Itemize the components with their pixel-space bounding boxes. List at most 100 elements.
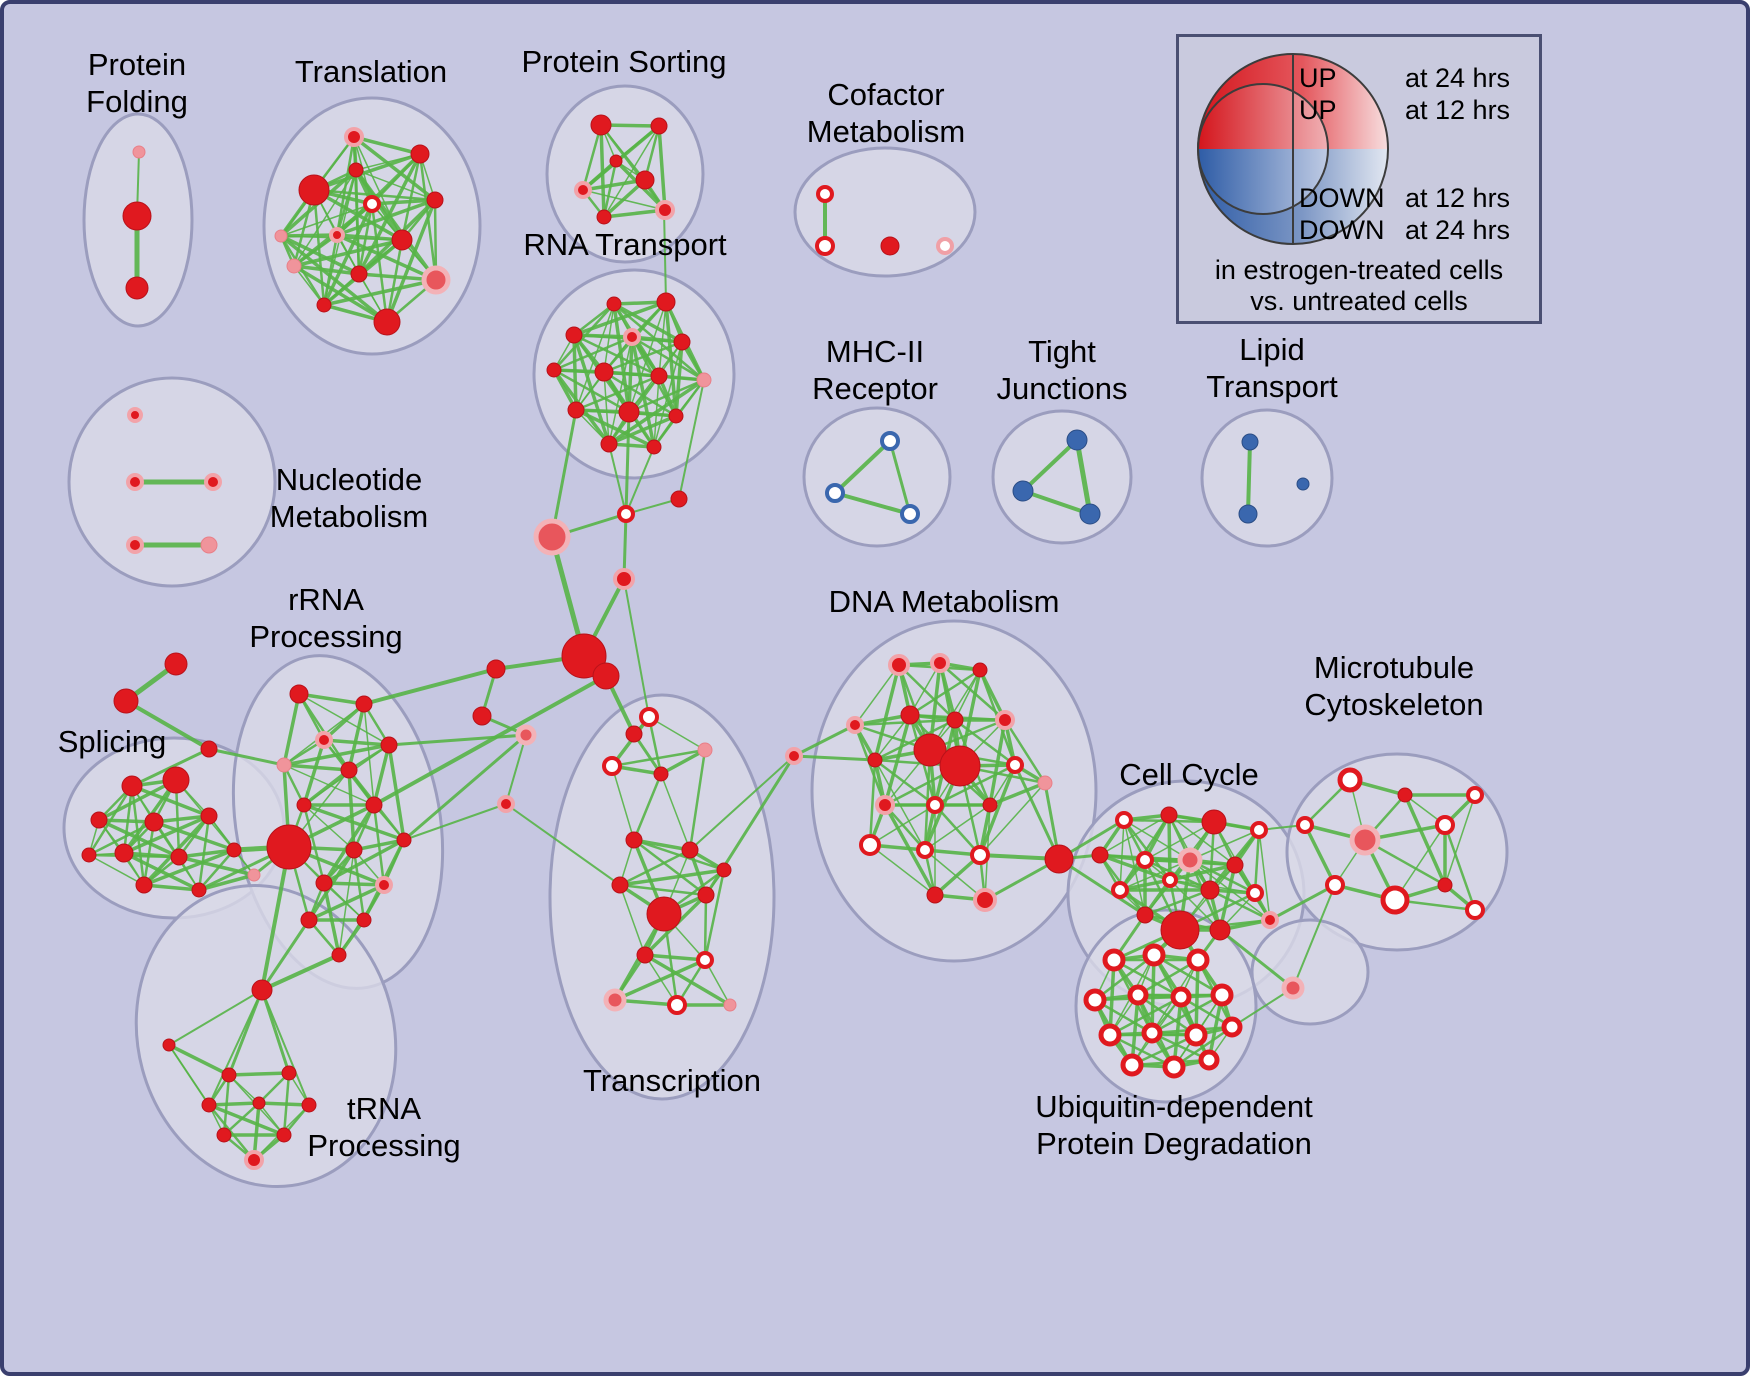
- gene-node: [816, 185, 834, 203]
- legend-time-label: at 24 hrs: [1405, 215, 1511, 245]
- network-edge: [607, 414, 678, 446]
- network-edge: [689, 755, 795, 851]
- network-edge: [142, 848, 236, 887]
- network-edge: [1130, 993, 1140, 1067]
- gene-node: [251, 979, 273, 1001]
- network-edge: [1112, 958, 1183, 999]
- network-edge: [883, 713, 912, 807]
- gene-node: [340, 761, 358, 779]
- network-edge: [1003, 718, 1047, 785]
- gene-node: [697, 742, 713, 758]
- gene-node: [697, 886, 715, 904]
- network-edge: [1136, 958, 1200, 997]
- gene-node: [244, 1150, 264, 1170]
- gene-node: [995, 710, 1015, 730]
- legend-time-label: at 12 hrs: [1405, 95, 1511, 125]
- network-edge: [854, 664, 900, 726]
- gene-node: [1209, 919, 1231, 941]
- network-edge: [279, 234, 389, 324]
- network-edge: [625, 446, 655, 515]
- gene-node: [617, 505, 635, 523]
- legend-note: in estrogen-treated cells: [1214, 255, 1504, 285]
- cluster-ellipse-tight-junctions: [991, 409, 1133, 545]
- network-edge: [550, 408, 578, 539]
- gene-node: [1160, 910, 1200, 950]
- network-edge: [1074, 437, 1093, 517]
- gene-node: [1261, 911, 1279, 929]
- network-edge: [279, 234, 326, 307]
- gene-node: [1210, 983, 1234, 1007]
- network-edge: [322, 278, 438, 307]
- network-edge: [659, 748, 707, 776]
- network-edge: [1119, 859, 1191, 891]
- network-edge: [703, 893, 708, 962]
- gene-node: [926, 886, 944, 904]
- gene-node: [315, 731, 333, 749]
- network-edge: [678, 379, 705, 500]
- network-edge: [207, 1101, 261, 1107]
- network-edge: [355, 169, 436, 201]
- legend-inner-circle-outline: [1197, 83, 1329, 215]
- gene-node: [930, 653, 950, 673]
- gene-node: [567, 401, 585, 419]
- network-edge: [874, 714, 911, 761]
- gene-node: [973, 888, 997, 912]
- gene-node: [121, 775, 143, 797]
- gene-node: [126, 536, 144, 554]
- gene-node: [859, 834, 881, 856]
- network-edge: [869, 804, 936, 846]
- network-edge: [657, 124, 667, 212]
- gene-node: [1102, 948, 1126, 972]
- network-edge: [97, 778, 178, 822]
- network-edge: [1108, 995, 1183, 1037]
- gene-node: [1296, 477, 1310, 491]
- gene-node: [201, 1097, 217, 1113]
- network-edge: [167, 1043, 231, 1077]
- gene-node: [127, 407, 143, 423]
- network-edge: [619, 884, 646, 956]
- network-edge: [625, 498, 680, 515]
- network-edge: [632, 838, 692, 852]
- legend-direction-label: UP: [1299, 63, 1337, 93]
- gene-node: [1184, 1023, 1208, 1047]
- network-edge: [302, 803, 406, 842]
- gene-node: [825, 483, 845, 503]
- gene-node: [1250, 821, 1268, 839]
- gene-node: [125, 276, 149, 300]
- network-edge: [572, 300, 668, 337]
- network-edge: [602, 208, 667, 219]
- gene-node: [646, 896, 682, 932]
- network-edge: [923, 748, 932, 852]
- gene-node: [114, 843, 134, 863]
- network-edge: [979, 782, 1046, 856]
- network-edge: [833, 439, 892, 495]
- network-edge: [197, 873, 256, 892]
- network-edge: [1268, 883, 1337, 922]
- gene-node: [696, 372, 712, 388]
- cluster-ellipse-satellite-cluster: [1250, 918, 1370, 1026]
- network-edge: [257, 1101, 311, 1107]
- network-edge: [618, 848, 692, 887]
- gene-node: [696, 951, 714, 969]
- network-edge: [552, 335, 634, 372]
- gene-node: [247, 868, 261, 882]
- gene-node: [1141, 1022, 1163, 1044]
- network-edge: [197, 848, 236, 892]
- gene-node: [329, 227, 345, 243]
- gene-node: [170, 848, 188, 866]
- gene-node: [636, 946, 654, 964]
- network-edge: [1394, 824, 1446, 901]
- gene-node: [603, 988, 627, 1012]
- network-edge: [370, 202, 389, 324]
- gene-node: [656, 292, 676, 312]
- gene-node: [126, 473, 144, 491]
- gene-node: [574, 181, 592, 199]
- gene-node: [1380, 885, 1410, 915]
- network-edge: [387, 733, 528, 747]
- gene-node: [668, 408, 684, 424]
- network-edge: [370, 198, 437, 206]
- network-edge: [335, 233, 438, 282]
- gene-node: [1221, 1016, 1243, 1038]
- gene-node: [653, 766, 669, 782]
- network-edge: [897, 663, 957, 722]
